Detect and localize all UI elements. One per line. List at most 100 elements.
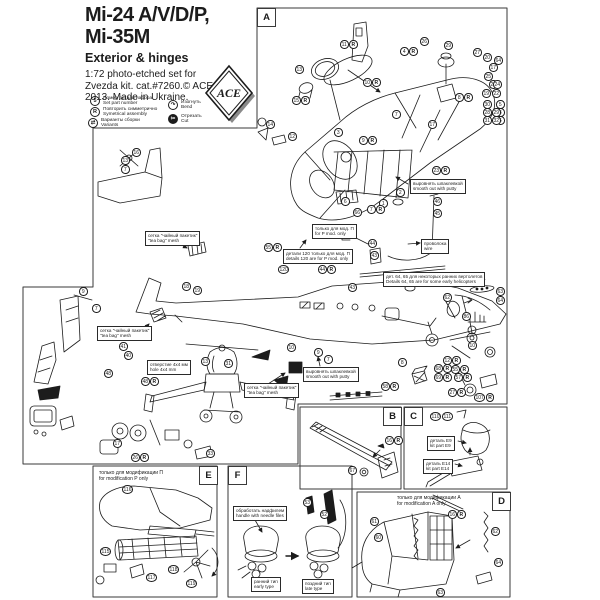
symmetry-marker: R	[485, 393, 495, 402]
part-number-marker: 48	[141, 377, 150, 386]
symmetry-marker: R	[409, 47, 418, 56]
note-box: сетка "чайный пакетик""tea bag" mesh	[97, 326, 153, 341]
panel-d-art	[351, 494, 493, 598]
part-number-marker: 2	[396, 188, 405, 197]
panel-label-A: A	[257, 8, 276, 27]
part-number-marker: 69	[434, 373, 443, 382]
part-number-marker: 86	[462, 312, 471, 321]
symmetry-marker: R	[394, 436, 403, 445]
part-number-marker: 64	[496, 296, 505, 305]
part-number-marker: 12	[288, 132, 297, 141]
part-callout: 46	[433, 197, 442, 206]
panel-e-art	[95, 485, 219, 585]
part-number-marker: 46	[433, 197, 442, 206]
part-callout: 64	[496, 296, 505, 305]
part-callout: 20	[483, 53, 492, 62]
part-number-marker: 111	[442, 412, 453, 421]
symmetry-marker: R	[150, 377, 159, 386]
symmetry-marker: R	[140, 453, 149, 462]
symmetry-marker: R	[372, 78, 381, 87]
part-number-marker: 116	[122, 485, 133, 494]
part-number-marker: 9	[79, 287, 88, 296]
part-callout: 27	[473, 48, 482, 57]
part-number-marker: 10	[468, 341, 477, 350]
side-view-art	[135, 227, 507, 347]
part-number-marker: 33	[206, 449, 215, 458]
part-number-marker: 10	[287, 343, 296, 352]
symmetry-marker: R	[457, 388, 466, 397]
part-callout: 2	[396, 188, 405, 197]
part-number-marker: 44	[368, 239, 377, 248]
part-callout: 43	[370, 251, 379, 260]
part-number-marker: 7	[92, 304, 101, 313]
part-callout: 119	[186, 579, 197, 588]
part-callout: 16	[132, 148, 141, 157]
part-number-marker: 67	[348, 466, 357, 475]
legend-icon-1: 5	[90, 96, 100, 106]
part-number-marker: 48	[104, 369, 113, 378]
part-callout: 116	[122, 485, 133, 494]
part-callout: 61	[370, 517, 379, 526]
ace-logo: ACE	[203, 64, 257, 126]
part-number-marker: 52	[320, 510, 329, 519]
part-number-marker: 27	[448, 388, 457, 397]
part-number-marker: 17	[113, 439, 122, 448]
part-number-marker: 8	[455, 93, 464, 102]
part-callout: 62	[443, 293, 452, 302]
part-callout: 86	[462, 312, 471, 321]
part-number-marker: 16	[448, 510, 457, 519]
part-number-marker: 7	[324, 355, 333, 364]
part-number-marker: 17	[489, 63, 498, 72]
part-number-marker: 26	[420, 37, 429, 46]
part-callout: 111	[442, 412, 453, 421]
part-callout: 66	[353, 208, 362, 217]
part-number-marker: 45	[433, 209, 442, 218]
desc-line2: Zvezda kit. cat.#7260.© ACE,	[85, 80, 216, 92]
part-callout: 25	[484, 72, 493, 81]
symmetry-marker: R	[441, 166, 450, 175]
part-callout: 110	[430, 412, 441, 421]
part-number-marker: 29	[444, 41, 453, 50]
part-callout: 9	[314, 348, 323, 357]
symmetry-marker: R	[390, 382, 399, 391]
part-callout: 19	[193, 286, 202, 295]
part-callout: 3	[334, 128, 343, 137]
part-number-marker: 43	[348, 283, 357, 292]
part-number-marker: 63	[436, 588, 445, 597]
part-number-marker: 14	[266, 120, 275, 129]
part-number-marker: 8	[398, 358, 407, 367]
part-callout: 44	[368, 239, 377, 248]
part-callout: 63	[496, 287, 505, 296]
symmetry-marker: R	[273, 243, 282, 252]
legend-icon-2: R	[90, 107, 100, 117]
part-callout: 64	[494, 558, 503, 567]
part-callout: 7	[324, 355, 333, 364]
part-callout: 118	[168, 565, 179, 574]
part-callout: 14	[266, 120, 275, 129]
part-number-marker: 7	[392, 110, 401, 119]
title-line1: Mi-24 A/V/D/P,	[85, 4, 210, 26]
legend-icon-3: ⇄	[88, 118, 98, 128]
panel-label-C: C	[404, 407, 423, 426]
part-number-marker: 53	[303, 498, 312, 507]
part-callout: 10	[287, 343, 296, 352]
part-number-marker: 13	[295, 65, 304, 74]
